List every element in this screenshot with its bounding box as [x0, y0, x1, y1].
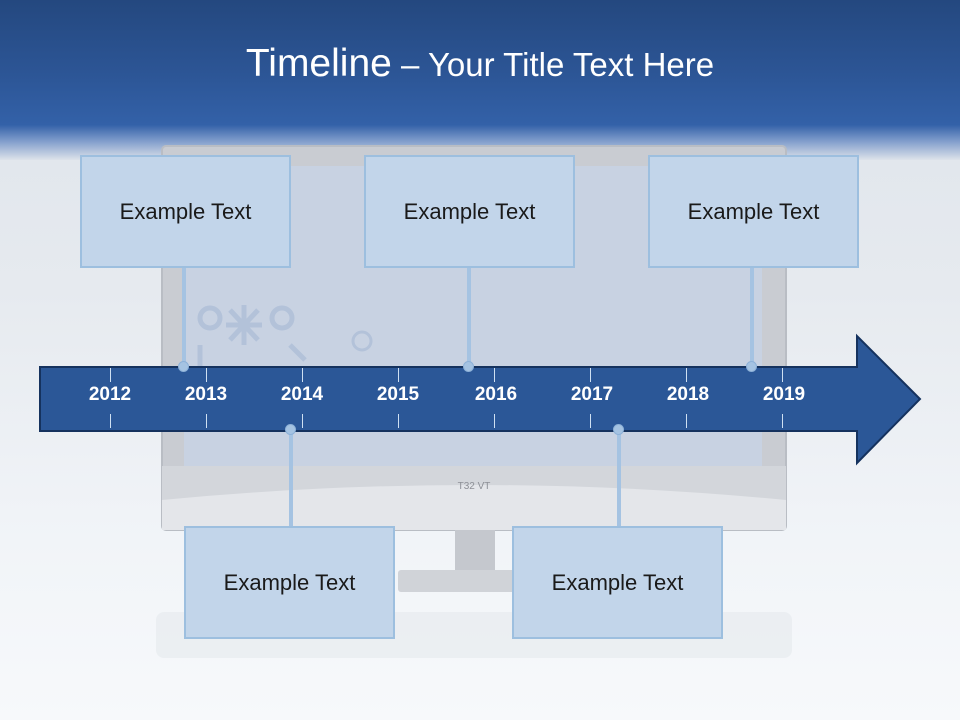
tick-2019-b: [782, 414, 783, 428]
snowflake-icons: [197, 305, 373, 370]
tick-2016: [494, 368, 495, 382]
connector-dot-top-3: [746, 361, 757, 372]
callout-bottom-2: Example Text: [512, 526, 723, 639]
tick-2014-b: [302, 414, 303, 428]
callout-top-2: Example Text: [364, 155, 575, 268]
callout-top-1: Example Text: [80, 155, 291, 268]
tick-2017-b: [590, 414, 591, 428]
year-label-2013: 2013: [184, 384, 228, 405]
monitor-brand-text: T32 VT: [458, 481, 491, 492]
year-label-2015: 2015: [376, 384, 420, 405]
callout-bottom-1: Example Text: [184, 526, 395, 639]
year-label-2014: 2014: [280, 384, 324, 405]
connector-top-1: [182, 268, 186, 366]
connector-dot-top-2: [463, 361, 474, 372]
monitor-stand-base: [398, 570, 548, 592]
tick-2018-b: [686, 414, 687, 428]
connector-dot-top-1: [178, 361, 189, 372]
tick-2012: [110, 368, 111, 382]
year-label-2017: 2017: [570, 384, 614, 405]
connector-bottom-1: [289, 429, 293, 527]
tick-2013-b: [206, 414, 207, 428]
title-main: Timeline: [245, 42, 392, 85]
callout-top-3: Example Text: [648, 155, 859, 268]
title-dash: –: [391, 46, 428, 83]
year-label-2012: 2012: [88, 384, 132, 405]
connector-top-3: [750, 268, 754, 366]
monitor-bezel-curve: [162, 485, 786, 530]
year-label-2016: 2016: [474, 384, 518, 405]
tick-2016-b: [494, 414, 495, 428]
tick-2015-b: [398, 414, 399, 428]
connector-dot-bottom-1: [285, 424, 296, 435]
slide-title: Timeline – Your Title Text Here: [0, 42, 960, 86]
tick-2017: [590, 368, 591, 382]
tick-2019: [782, 368, 783, 382]
tick-2015: [398, 368, 399, 382]
timeline-arrow-shape: [39, 333, 922, 466]
tick-2018: [686, 368, 687, 382]
connector-dot-bottom-2: [613, 424, 624, 435]
connector-top-2: [467, 268, 471, 366]
connector-bottom-2: [617, 429, 621, 527]
tick-2014: [302, 368, 303, 382]
title-rest: Your Title Text Here: [427, 46, 715, 83]
tick-2013: [206, 368, 207, 382]
tick-2012-b: [110, 414, 111, 428]
monitor-stand-neck: [455, 530, 495, 570]
year-label-2019: 2019: [762, 384, 806, 405]
year-label-2018: 2018: [666, 384, 710, 405]
header-band: [0, 0, 960, 160]
